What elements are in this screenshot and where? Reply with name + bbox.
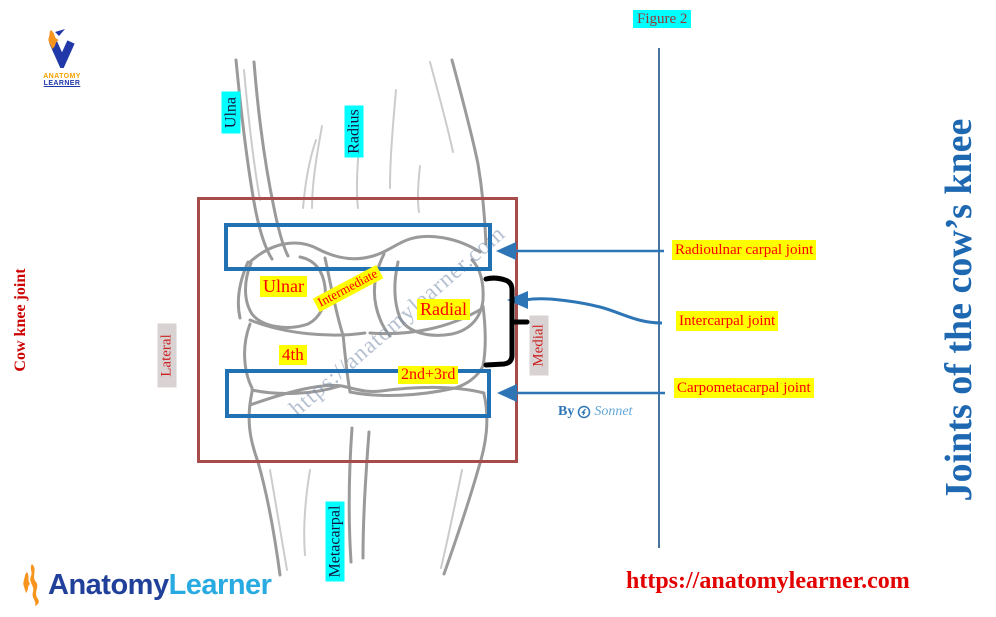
footer-logo-text-anatomy: Anatomy — [48, 568, 169, 601]
byline-by-text: By — [558, 404, 575, 419]
leaping-animal-icon — [23, 564, 39, 606]
red-highlight-frame — [197, 197, 518, 463]
label-ulna: Ulna — [221, 91, 241, 134]
figure-number-label: Figure 2 — [633, 10, 692, 28]
header-logo-icon — [48, 29, 75, 72]
radioulnar-joint-frame — [224, 223, 492, 271]
header-logo-text-anatomy: ANATOMY — [43, 73, 81, 80]
left-caption-cow-knee-joint: Cow knee joint — [12, 268, 29, 372]
vertical-divider — [658, 48, 660, 548]
callout-carpometacarpal-joint: Carpometacarpal joint — [674, 378, 814, 398]
label-radius: Radius — [344, 105, 364, 158]
label-radial-carpal: Radial — [417, 299, 470, 320]
label-fourth-carpal: 4th — [279, 345, 307, 365]
label-ulnar-carpal: Ulnar — [260, 276, 307, 297]
callout-radioulnar-carpal-joint: Radioulnar carpal joint — [672, 240, 817, 260]
label-metacarpal: Metacarpal — [325, 501, 345, 582]
label-second-third-carpal: 2nd+3rd — [398, 366, 459, 385]
figure-title-vertical: Joints of the cow’s knee — [938, 118, 980, 502]
label-medial: Medial — [529, 315, 549, 376]
header-logo-text-learner: LEARNER — [43, 80, 81, 87]
byline-author-text: Sonnet — [594, 404, 633, 419]
anatomylearner-header-logo: ANATOMY LEARNER — [30, 28, 94, 87]
callout-intercarpal-joint: Intercarpal joint — [676, 311, 779, 331]
carpometacarpal-joint-frame — [225, 369, 491, 418]
sonnet-icon — [578, 405, 591, 419]
footer-logo-text-learner: Learner — [168, 568, 272, 601]
author-byline: By Sonnet — [558, 404, 632, 420]
label-lateral: Lateral — [157, 323, 177, 388]
site-url-text: https://anatomylearner.com — [626, 568, 910, 594]
